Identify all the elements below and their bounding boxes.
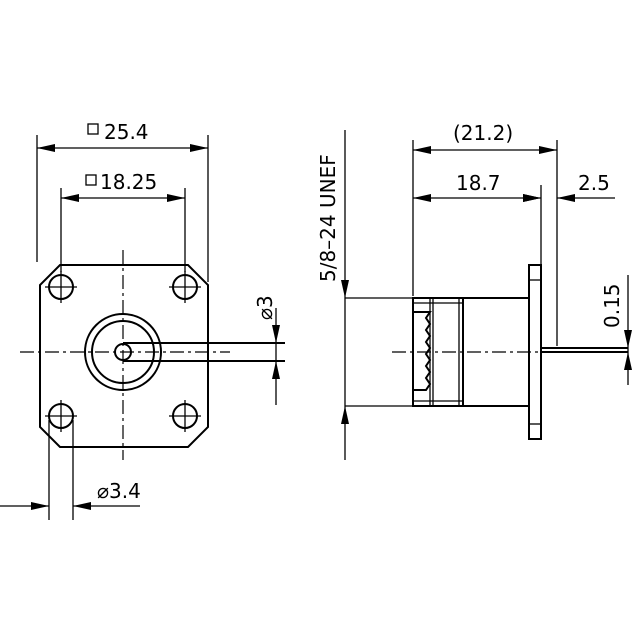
thread-label: 5/8–24 UNEF — [316, 154, 340, 282]
flange-width-label: 25.4 — [104, 120, 149, 144]
mounting-hole-bottom-left — [45, 400, 77, 432]
mounting-hole-bottom-right — [169, 400, 201, 432]
hole-diameter-label: ⌀3.4 — [97, 479, 141, 503]
front-view: 25.4 18.25 ⌀3 ⌀3.4 — [0, 120, 285, 520]
socket-outer-ring — [84, 313, 162, 391]
mounting-hole-top-right — [169, 271, 201, 303]
flange-outline — [39, 264, 209, 448]
square-symbol — [87, 123, 99, 135]
pin-diameter-label: ⌀3 — [253, 295, 277, 320]
flange-thickness-label: 2.5 — [578, 171, 610, 195]
overall-length-label: (21.2) — [453, 121, 513, 145]
square-symbol — [85, 174, 97, 186]
socket-inner-ring — [91, 320, 155, 384]
side-view: 5/8–24 UNEF (21.2) — [316, 121, 632, 460]
mounting-hole-top-left — [45, 271, 77, 303]
thread-profile — [413, 311, 432, 391]
body-length-label: 18.7 — [456, 171, 501, 195]
pin-offset-label: 0.15 — [600, 283, 624, 328]
hole-spacing-label: 18.25 — [100, 170, 157, 194]
thread-lines — [413, 298, 463, 406]
